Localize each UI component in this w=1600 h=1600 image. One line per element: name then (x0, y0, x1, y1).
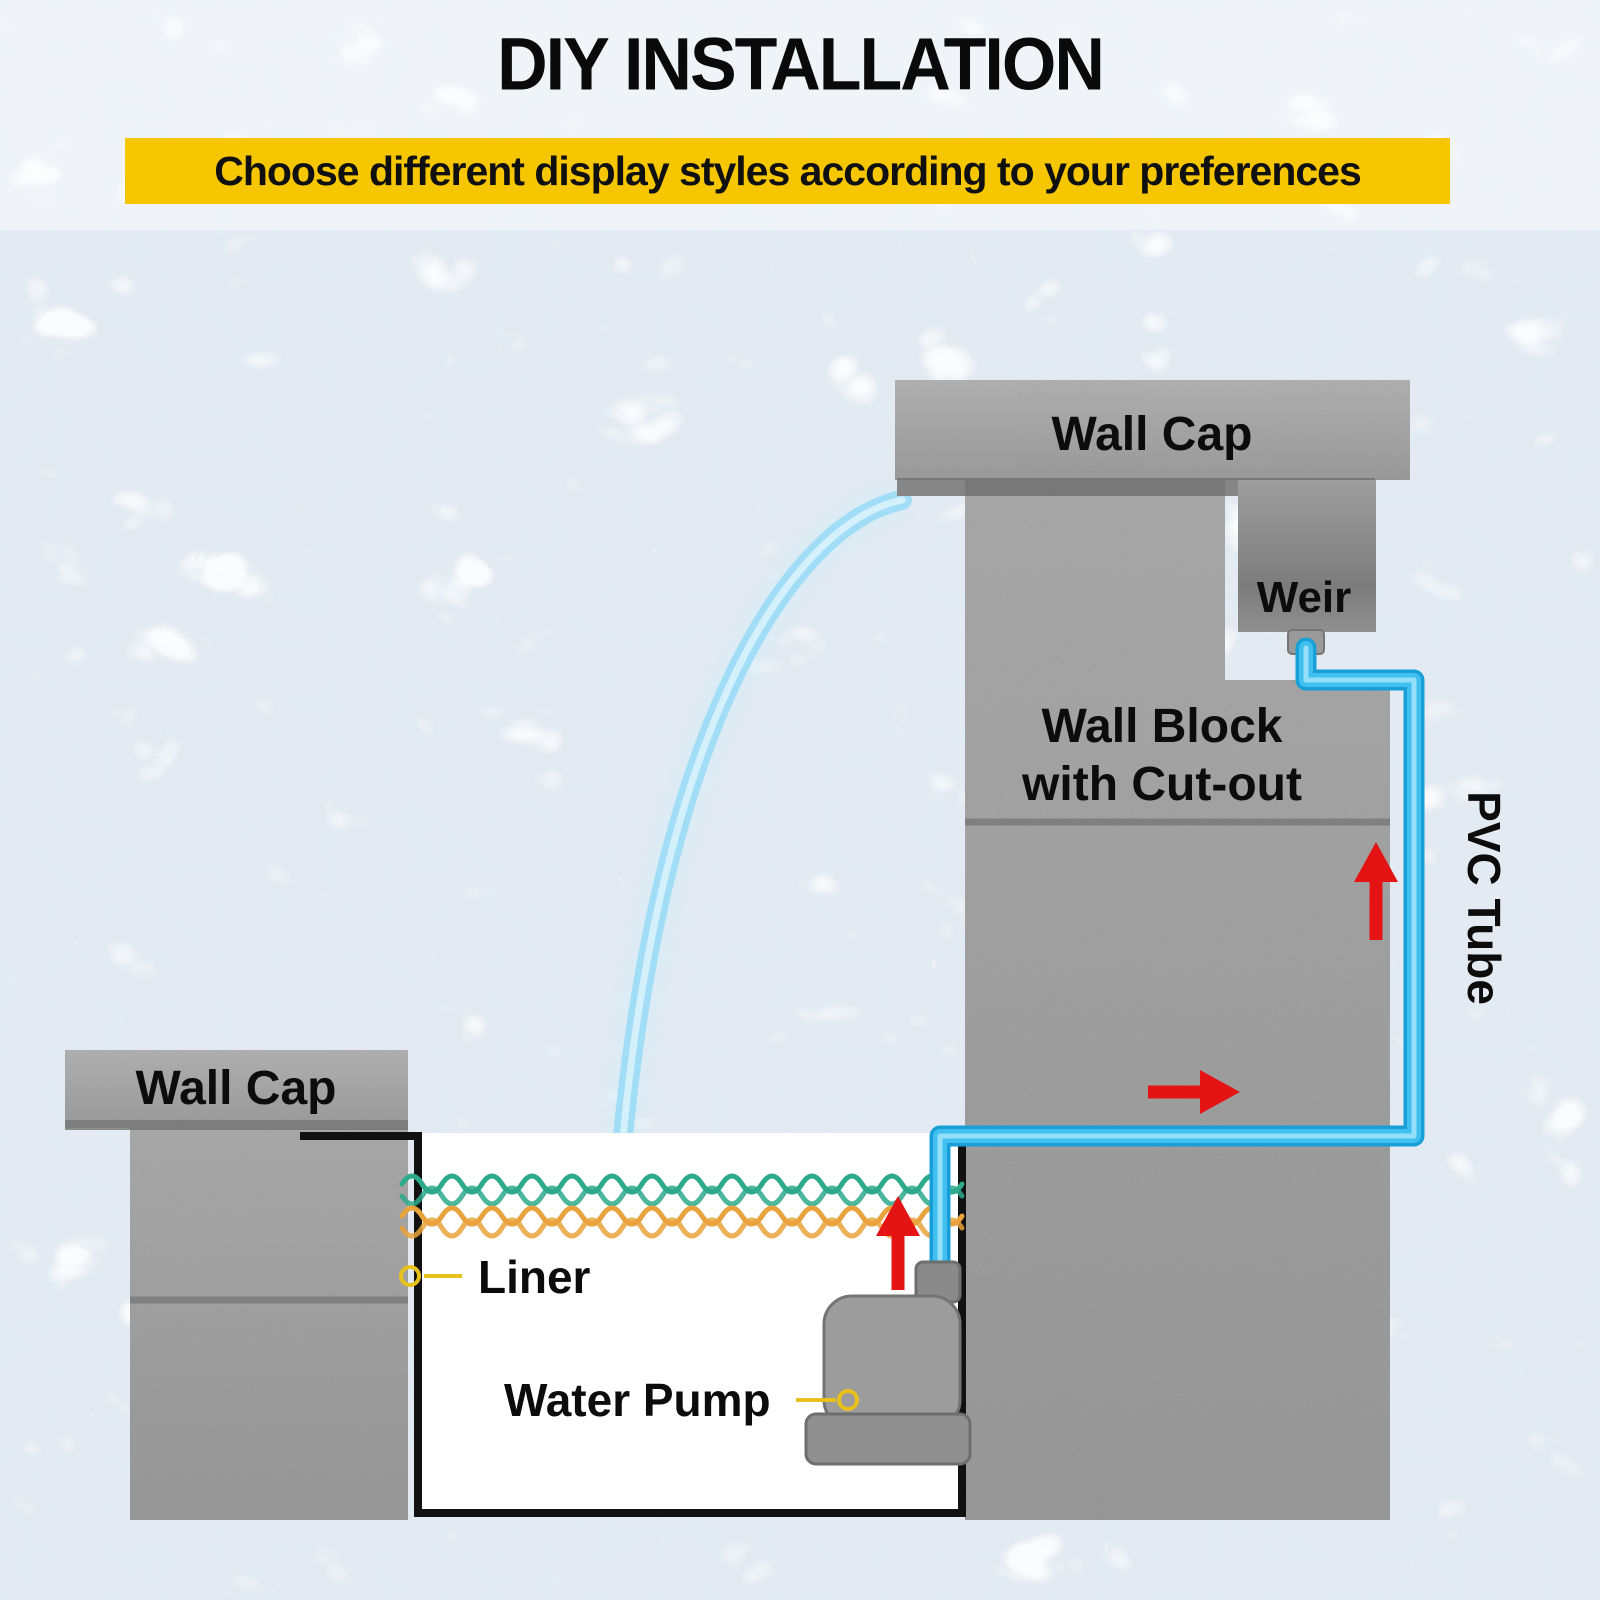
label-wall-block-line1: Wall Block (1042, 700, 1283, 753)
label-wall-cap-left: Wall Cap (136, 1062, 337, 1115)
pvc-tube (929, 637, 1425, 1295)
liner-callout-dot-icon (399, 1265, 421, 1287)
label-water-pump: Water Pump (504, 1374, 771, 1426)
label-wall-block-line2: with Cut-out (1021, 758, 1302, 811)
label-pvc-tube: PVC Tube (1458, 791, 1510, 1005)
flow-arrows (876, 842, 1398, 1290)
page-title: DIY INSTALLATION (497, 22, 1105, 106)
subtitle-text: Choose different display styles accordin… (214, 147, 1362, 194)
waterfall-arc (601, 483, 912, 1208)
subtitle-banner: Choose different display styles accordin… (125, 138, 1450, 204)
wave-teal-2 (399, 1185, 965, 1207)
label-wall-cap-right: Wall Cap (1052, 408, 1253, 461)
label-liner: Liner (478, 1251, 591, 1303)
flow-arrow-up-pool-icon (876, 1196, 920, 1236)
waterfall-arc-glow (601, 483, 907, 1200)
water-pump (804, 1260, 972, 1466)
flow-arrow-up-wall-icon (1354, 842, 1398, 882)
weir-block (1238, 480, 1376, 632)
header: DIY INSTALLATION (0, 0, 1600, 112)
callouts (399, 1265, 859, 1411)
waterfall-arc-core (614, 496, 906, 1202)
wave-orange-2 (399, 1217, 965, 1239)
water-pump-base (804, 1412, 972, 1466)
flow-arrow-right-icon (1200, 1070, 1240, 1114)
label-weir: Weir (1257, 573, 1352, 622)
pump-callout-dot-icon (837, 1389, 859, 1411)
pvc-tube-highlight (937, 645, 1417, 1287)
water-surface-waves (399, 1173, 965, 1239)
